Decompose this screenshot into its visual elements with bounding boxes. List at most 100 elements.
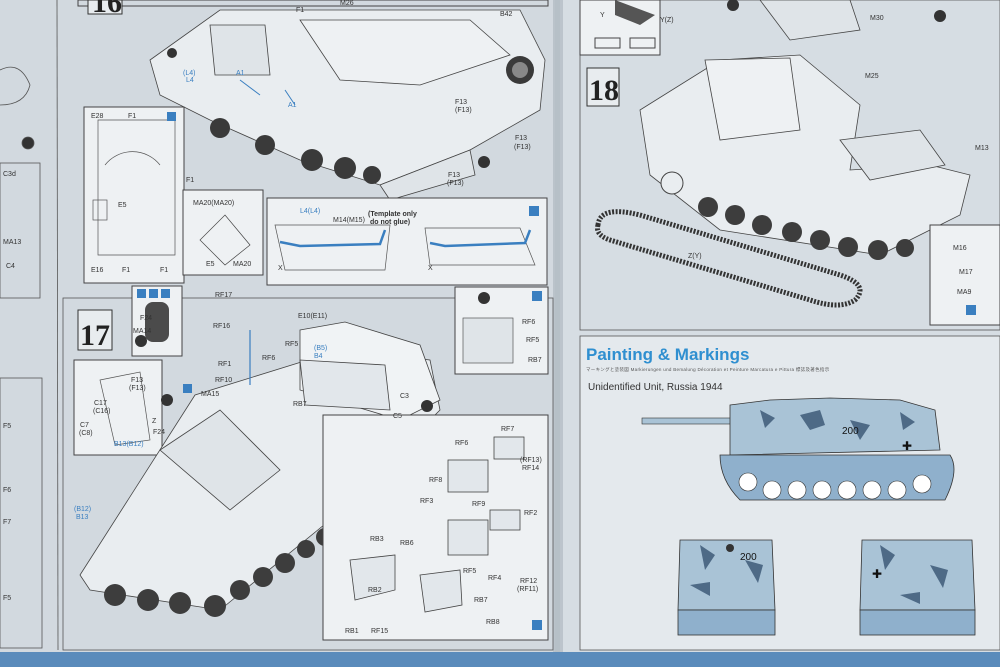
label-c3: C3 <box>400 393 409 400</box>
label-f5: F5 <box>3 423 11 430</box>
label-rf6c: RF6 <box>455 440 468 447</box>
label-c4: C4 <box>6 263 15 270</box>
step-16-number: 16 <box>92 0 122 19</box>
label-t: T <box>424 404 429 411</box>
label-rf1: RF1 <box>218 361 231 368</box>
side-profile-vehicle: 200 ✚ <box>641 397 955 501</box>
label-f24b: F24 <box>153 429 165 436</box>
label-m14: M14(M15) <box>333 217 365 224</box>
label-f5b: F5 <box>3 595 11 602</box>
left-partial-column <box>0 0 59 651</box>
label-e5: E5 <box>118 202 127 209</box>
label-rf6: RF6 <box>262 355 275 362</box>
label-ma20b: MA20 <box>233 261 251 268</box>
label-m26: M26 <box>340 0 354 7</box>
label-f13pc: (F13) <box>447 180 464 187</box>
label-b4: B4 <box>314 353 323 360</box>
label-z2: Z <box>152 418 157 425</box>
label-c16: (C16) <box>93 408 111 415</box>
label-c7: C7 <box>80 422 89 429</box>
label-b13: B13(B12) <box>114 441 144 448</box>
label-rf9: RF9 <box>472 501 485 508</box>
label-rf5c: RF5 <box>463 568 476 575</box>
balkenkreuz-side: ✚ <box>902 439 912 453</box>
label-b12: (B12) <box>74 506 91 513</box>
label-rf10: RF10 <box>215 377 232 384</box>
label-ma13: MA13 <box>3 239 21 246</box>
label-j: J <box>938 14 942 21</box>
label-a1: A1 <box>236 70 245 77</box>
label-rf17: RF17 <box>215 292 232 299</box>
label-rf5: RF5 <box>285 341 298 348</box>
label-f13b: F13 <box>515 135 527 142</box>
label-f13: F13 <box>455 99 467 106</box>
label-f1e: F1 <box>160 267 168 274</box>
turret-number-side: 200 <box>842 426 859 437</box>
front-view-vehicle: 200 <box>677 539 776 636</box>
label-f13p: (F13) <box>455 107 472 114</box>
label-c3d: C3d <box>3 171 16 178</box>
label-e16: E16 <box>91 267 104 274</box>
label-c8: (C8) <box>79 430 93 437</box>
label-l4: L4 <box>186 77 194 84</box>
label-rf7: RF7 <box>501 426 514 433</box>
label-a1b: A1 <box>288 102 297 109</box>
label-e10: E10(E11) <box>298 313 327 320</box>
painting-languages: マーキングと塗装図 Markierungen und Bemalung Déco… <box>586 367 830 372</box>
step-18-number: 18 <box>589 74 619 107</box>
label-zy: Z(Y) <box>688 253 702 260</box>
label-c5: C5 <box>393 413 402 420</box>
label-f13c: F13 <box>448 172 460 179</box>
label-x: X <box>278 265 283 272</box>
label-rf16: RF16 <box>213 323 230 330</box>
label-e5b: E5 <box>206 261 215 268</box>
label-rf4: RF4 <box>488 575 501 582</box>
label-rf8: RF8 <box>429 477 442 484</box>
label-l4l4: L4(L4) <box>300 208 320 215</box>
label-b5: (B5) <box>314 345 327 352</box>
label-m17: M17 <box>959 269 973 276</box>
balkenkreuz-rear: ✚ <box>872 567 882 581</box>
label-z: Z <box>137 339 142 346</box>
step-16-panel: 16 <box>77 0 549 286</box>
label-rb3: RB3 <box>370 536 384 543</box>
label-l4p: (L4) <box>183 70 195 77</box>
label-m25: M25 <box>865 73 879 80</box>
label-f13ps17: (F13) <box>129 385 146 392</box>
label-rf3: RF3 <box>420 498 433 505</box>
turret-number-front: 200 <box>740 552 757 563</box>
label-y: Y <box>600 12 605 19</box>
label-rb6: RB6 <box>400 540 414 547</box>
label-c17: C17 <box>94 400 107 407</box>
label-ma20: MA20(MA20) <box>193 200 234 207</box>
label-f6: F6 <box>3 487 11 494</box>
label-n: N <box>481 296 486 303</box>
label-ma15: MA15 <box>201 391 219 398</box>
label-rf6b: RF6 <box>522 319 535 326</box>
painting-unit: Unidentified Unit, Russia 1944 <box>588 382 723 393</box>
template-note-line1: (Template only <box>368 211 417 218</box>
label-rb2: RB2 <box>368 587 382 594</box>
step-18-panel: 18 <box>579 0 1000 331</box>
label-f1b: F1 <box>186 177 194 184</box>
label-rf15: RF15 <box>371 628 388 635</box>
label-rf2: RF2 <box>524 510 537 517</box>
label-y-circle: Y <box>730 3 735 10</box>
label-f1c: F1 <box>128 113 136 120</box>
label-m16: M16 <box>953 245 967 252</box>
label-yz: Y(Z) <box>660 17 674 24</box>
label-ma9: MA9 <box>957 289 972 296</box>
label-m13: M13 <box>975 145 989 152</box>
label-f24: F24 <box>140 315 152 322</box>
label-b42: B42 <box>500 11 513 18</box>
label-rb1: RB1 <box>345 628 359 635</box>
label-e28: E28 <box>91 113 104 120</box>
label-ma14: MA14 <box>133 328 151 335</box>
label-f1: F1 <box>296 7 304 14</box>
label-rf13: (RF13) <box>520 457 542 464</box>
step-17-number: 17 <box>80 319 110 352</box>
label-f13pb: (F13) <box>514 144 531 151</box>
label-k: K <box>23 142 28 149</box>
label-rf5b: RF5 <box>526 337 539 344</box>
